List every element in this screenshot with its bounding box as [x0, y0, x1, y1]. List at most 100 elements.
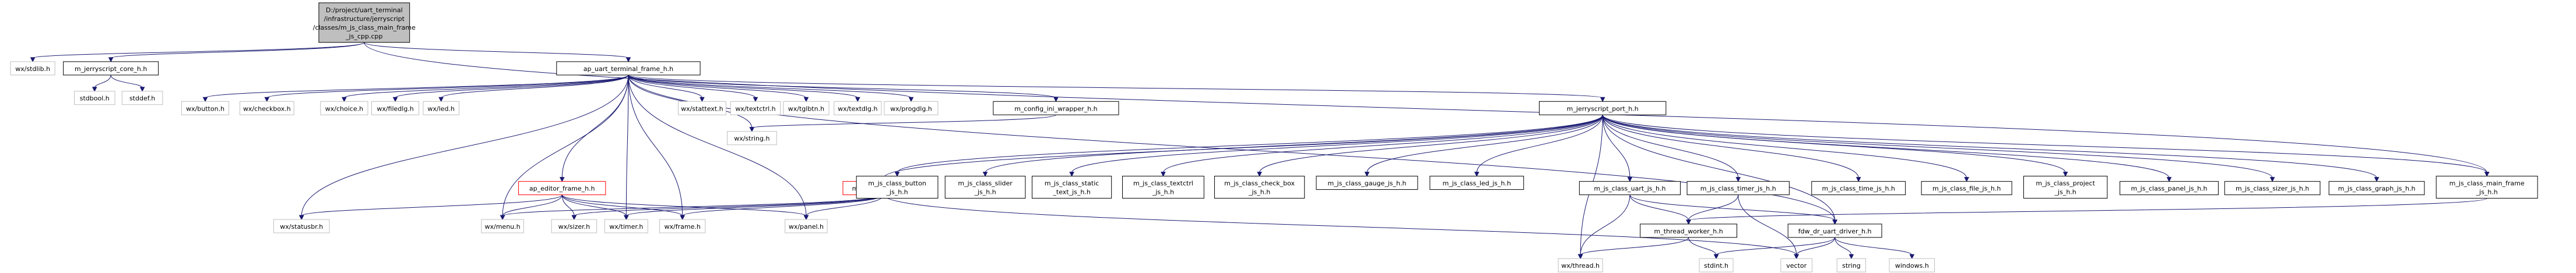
- edge-port-to-filejs: [1602, 115, 1967, 178]
- node-label: wx/choice.h: [325, 105, 363, 112]
- node-checkbox[interactable]: m_js_class_check_box_js_h.h: [1214, 176, 1305, 199]
- node-box: [1122, 176, 1204, 199]
- node-editor[interactable]: ap_editor_frame_h.h: [518, 181, 606, 196]
- node-worker[interactable]: m_thread_worker_h.h: [1640, 224, 1738, 238]
- node-wxstdlib[interactable]: wx/stdlib.h: [10, 61, 55, 76]
- node-wxsizer[interactable]: wx/sizer.h: [551, 219, 598, 233]
- node-wxtextctrl[interactable]: wx/textctrl.h: [730, 101, 781, 115]
- node-uartdrv[interactable]: fdw_dr_uart_driver_h.h: [1787, 224, 1882, 238]
- node-static[interactable]: m_js_class_static_text_js_h.h: [1031, 176, 1112, 199]
- node-projectjs[interactable]: m_js_class_project _js_h.h: [2023, 176, 2108, 199]
- node-label: string: [1842, 262, 1861, 270]
- node-gauge[interactable]: m_js_class_gauge_js_h.h: [1316, 176, 1418, 190]
- node-apframe[interactable]: ap_uart_terminal_frame_h.h: [556, 61, 701, 76]
- node-wxstattext[interactable]: wx/stattext.h: [677, 101, 726, 115]
- node-label: _js_h.h: [1152, 189, 1174, 196]
- edge-root-to-wxstdlib: [32, 42, 365, 59]
- node-label: windows.h: [1895, 262, 1929, 270]
- node-wxpanel[interactable]: wx/panel.h: [785, 219, 828, 233]
- node-timerjs[interactable]: m_js_class_timer_js_h.h: [1686, 181, 1790, 196]
- node-cfgwrap[interactable]: m_config_ini_wrapper_h.h: [993, 101, 1119, 115]
- node-wxchoice[interactable]: wx/choice.h: [320, 101, 368, 115]
- node-box: [181, 101, 230, 115]
- node-wxmenu[interactable]: wx/menu.h: [481, 219, 524, 233]
- node-label: m_js_class_slider: [958, 180, 1013, 187]
- node-label: m_jerryscript_core_h.h: [75, 65, 147, 73]
- node-textctrl[interactable]: m_js_class_textctrl_js_h.h: [1122, 176, 1204, 199]
- node-stdint[interactable]: stdint.h: [1699, 258, 1734, 272]
- node-wxthread[interactable]: wx/thread.h: [1558, 258, 1603, 272]
- node-wxframe[interactable]: wx/frame.h: [659, 219, 706, 233]
- node-label: m_js_class_main_frame: [2450, 180, 2525, 187]
- edge-port-to-graphjs: [1602, 115, 2377, 178]
- node-wxfiledlg[interactable]: wx/filedlg.h: [371, 101, 420, 115]
- node-box: [423, 101, 459, 115]
- edge-uartdrv-to-vector: [1796, 237, 1836, 256]
- node-slider[interactable]: m_js_class_slider_js_h.h: [944, 176, 1026, 199]
- edge-apframe-to-wxcheckbox: [266, 75, 629, 98]
- node-label: m_js_class_project: [2036, 180, 2095, 187]
- edge-arrowhead: [1577, 254, 1583, 260]
- node-stdbool[interactable]: stdbool.h: [73, 91, 115, 105]
- node-wxtglbtn[interactable]: wx/tglbtn.h: [783, 101, 830, 115]
- node-box: [2436, 176, 2538, 199]
- edge-worker-to-wxthread: [1580, 237, 1689, 256]
- edge-arrowhead: [2374, 177, 2380, 182]
- edge-editor-to-wxsizer: [561, 194, 575, 217]
- node-uartjs[interactable]: m_js_class_uart_js_h.h: [1579, 181, 1681, 196]
- node-wxtextdlg[interactable]: wx/textdlg.h: [834, 101, 882, 115]
- node-sizerjs[interactable]: m_js_class_sizer_js_h.h: [2224, 181, 2321, 196]
- node-box: [726, 131, 777, 146]
- node-label: wx/filedlg.h: [377, 105, 413, 112]
- node-box: [1787, 224, 1882, 238]
- edge-arrowhead: [92, 87, 97, 92]
- node-box: [1539, 101, 1667, 115]
- node-vector[interactable]: vector: [1780, 258, 1813, 272]
- node-ledjs[interactable]: m_js_class_led_js_h.h: [1429, 176, 1524, 190]
- node-label: _js_h.h: [2054, 189, 2076, 196]
- node-windowsh[interactable]: windows.h: [1889, 258, 1935, 272]
- node-label: m_js_class_file_js_h.h: [1932, 185, 2001, 193]
- edge-apframe-to-wxstattext: [628, 75, 702, 98]
- edge-arrowhead: [571, 215, 577, 221]
- node-box: [834, 101, 882, 115]
- node-box: [1429, 176, 1524, 190]
- node-wxtimer[interactable]: wx/timer.h: [604, 219, 648, 233]
- node-string[interactable]: string: [1836, 258, 1867, 272]
- node-filejs[interactable]: m_js_class_file_js_h.h: [1921, 181, 2012, 196]
- node-port[interactable]: m_jerryscript_port_h.h: [1539, 101, 1667, 115]
- node-graphjs[interactable]: m_js_class_graph_js_h.h: [2328, 181, 2425, 196]
- edge-port-to-ledjs: [1476, 115, 1603, 173]
- node-box: [371, 101, 420, 115]
- edge-port-to-button: [897, 115, 1603, 173]
- edge-port-to-checkbox: [1259, 115, 1603, 173]
- node-wxstatusbr[interactable]: wx/statusbr.h: [273, 219, 330, 233]
- node-paneljs[interactable]: m_js_class_panel_js_h.h: [2120, 181, 2219, 196]
- node-wxbutton[interactable]: wx/button.h: [181, 101, 230, 115]
- edge-arrowhead: [803, 97, 809, 102]
- node-box: [1811, 181, 1906, 196]
- node-wxstring[interactable]: wx/string.h: [726, 131, 777, 146]
- node-box: [1889, 258, 1935, 272]
- node-box: [884, 101, 939, 115]
- node-mainframe[interactable]: m_js_class_main_frame_js_h.h: [2436, 176, 2538, 199]
- edge-arrowhead: [500, 215, 505, 221]
- edge-cfgwrap-to-wxstring: [751, 114, 1056, 129]
- node-label: m_jerryscript_port_h.h: [1567, 105, 1639, 112]
- node-root[interactable]: D:/project/uart_terminal/infrastructure/…: [313, 2, 416, 43]
- node-core[interactable]: m_jerryscript_core_h.h: [63, 61, 159, 76]
- node-label: wx/sizer.h: [558, 223, 591, 231]
- edge-layer: [30, 42, 2490, 260]
- node-wxprogdlg[interactable]: wx/progdlg.h: [884, 101, 939, 115]
- node-box: [1780, 258, 1813, 272]
- node-box: [63, 61, 159, 76]
- node-wxled[interactable]: wx/led.h: [423, 101, 459, 115]
- node-box: [556, 61, 701, 76]
- node-label: m_js_class_time_js_h.h: [1822, 185, 1895, 193]
- node-layer: D:/project/uart_terminal/infrastructure/…: [10, 2, 2538, 272]
- edge-apframe-to-wxpanel: [628, 75, 807, 217]
- node-wxcheckbox[interactable]: wx/checkbox.h: [239, 101, 294, 115]
- node-timejs[interactable]: m_js_class_time_js_h.h: [1811, 181, 1906, 196]
- node-button[interactable]: m_js_class_button_js_h.h: [856, 176, 939, 199]
- node-stddef[interactable]: stddef.h: [121, 91, 163, 105]
